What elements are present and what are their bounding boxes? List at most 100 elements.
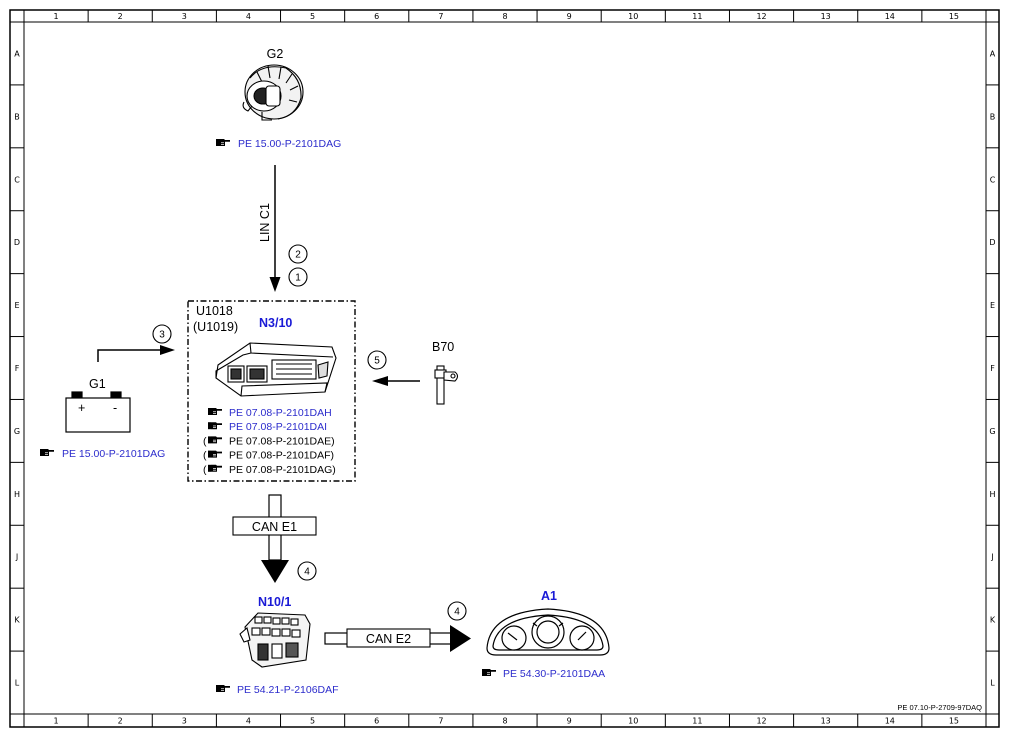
column-label: 9 [567, 12, 572, 21]
n10-1-label: N10/1 [258, 595, 291, 609]
row-label: H [14, 490, 20, 499]
row-label: L [990, 679, 995, 688]
instrument-cluster-icon [486, 608, 610, 656]
n3-10-alt-label-1: U1018 [196, 304, 233, 318]
document-id: PE 07.10-P-2709-97DAQ [897, 703, 982, 712]
row-label: H [989, 490, 995, 499]
inner-frame [23, 21, 987, 715]
column-label: 4 [246, 12, 251, 21]
can-e1-label: CAN E1 [252, 520, 297, 534]
b70-label: B70 [432, 340, 454, 354]
column-label: 8 [502, 717, 507, 726]
row-label: B [14, 112, 20, 121]
row-label: F [15, 364, 20, 373]
row-ruler-left: A B C D E F G H J K L [10, 49, 24, 688]
row-label: G [14, 427, 20, 436]
battery-icon [65, 391, 131, 433]
alternator-icon [242, 64, 304, 121]
ref-paren-open: ( [203, 435, 207, 447]
sam-module-icon [239, 612, 311, 668]
crankshaft-sensor-icon [434, 365, 459, 405]
column-label: 13 [821, 12, 831, 21]
battery-plus: + [78, 401, 85, 415]
marker-5: 5 [374, 356, 380, 367]
a1-ref-link[interactable]: PE 54.30-P-2101DAA [503, 668, 605, 680]
column-label: 2 [118, 717, 123, 726]
outer-frame [9, 9, 1000, 728]
ref-paren-open: ( [203, 464, 207, 476]
column-label: 9 [567, 717, 572, 726]
n3-10-ref-alt: PE 07.08-P-2101DAF) [229, 450, 334, 462]
row-label: F [990, 364, 995, 373]
row-label: K [14, 616, 20, 625]
column-label: 5 [310, 717, 315, 726]
g1-ref-link[interactable]: PE 15.00-P-2101DAG [62, 448, 165, 460]
marker-4-can-e1: 4 [304, 567, 310, 578]
n3-10-boundary [187, 300, 356, 482]
g2-label: G2 [267, 47, 284, 61]
n3-10-alt-label-2: (U1019) [193, 320, 238, 334]
column-label: 14 [885, 717, 895, 726]
row-label: A [14, 49, 20, 58]
row-label: G [989, 427, 995, 436]
column-label: 7 [438, 717, 443, 726]
control-unit-icon [215, 342, 337, 397]
n3-10-label: N3/10 [259, 316, 292, 330]
column-label: 7 [438, 12, 443, 21]
column-label: 8 [502, 12, 507, 21]
battery-minus: - [113, 401, 117, 415]
a1-label: A1 [541, 589, 557, 603]
row-label: K [990, 616, 996, 625]
column-label: 6 [374, 717, 379, 726]
column-label: 11 [692, 12, 702, 21]
row-label: E [990, 301, 995, 310]
row-label: L [15, 679, 20, 688]
battery-arrowhead [160, 345, 175, 355]
column-label: 5 [310, 12, 315, 21]
column-label: 10 [628, 12, 638, 21]
lin-arrowhead [269, 277, 281, 292]
can-e2-label-box [346, 628, 431, 648]
can-e2-label: CAN E2 [366, 632, 411, 646]
column-label: 13 [821, 717, 831, 726]
n3-10-ref-link[interactable]: PE 07.08-P-2101DAH [229, 407, 332, 419]
column-label: 14 [885, 12, 895, 21]
marker-3: 3 [159, 330, 165, 341]
n3-10-ref-link[interactable]: PE 07.08-P-2101DAI [229, 421, 327, 433]
battery-line [97, 349, 163, 362]
column-label: 4 [246, 717, 251, 726]
g2-ref-link[interactable]: PE 15.00-P-2101DAG [238, 138, 341, 150]
ref-paren-open: ( [203, 450, 207, 462]
can-e2-arrowhead [450, 625, 471, 652]
row-label: B [990, 112, 996, 121]
column-label: 3 [182, 12, 187, 21]
marker-2: 2 [295, 250, 301, 261]
column-label: 1 [54, 12, 59, 21]
marker-4-can-e2: 4 [454, 607, 460, 618]
n3-10-ref-alt: PE 07.08-P-2101DAG) [229, 464, 336, 476]
column-label: 3 [182, 717, 187, 726]
row-label: J [990, 553, 993, 562]
g1-label: G1 [89, 377, 106, 391]
can-e1-label-box [232, 516, 317, 536]
row-label: C [990, 175, 996, 184]
row-label: C [14, 175, 20, 184]
column-label: 12 [756, 12, 766, 21]
row-label: D [14, 238, 20, 247]
row-label: J [15, 553, 18, 562]
n10-1-ref-link[interactable]: PE 54.21-P-2106DAF [237, 684, 339, 696]
column-label: 15 [949, 717, 959, 726]
row-label: E [14, 301, 19, 310]
column-label: 11 [692, 717, 702, 726]
n3-10-references: PE 07.08-P-2101DAH PE 07.08-P-2101DAI ( PE … [203, 407, 336, 476]
lin-label: LIN C1 [258, 203, 272, 242]
row-label: A [990, 49, 996, 58]
n3-10-ref-alt: PE 07.08-P-2101DAE) [229, 435, 335, 447]
column-label: 15 [949, 12, 959, 21]
column-label: 10 [628, 717, 638, 726]
can-e1-arrowhead [261, 560, 289, 583]
